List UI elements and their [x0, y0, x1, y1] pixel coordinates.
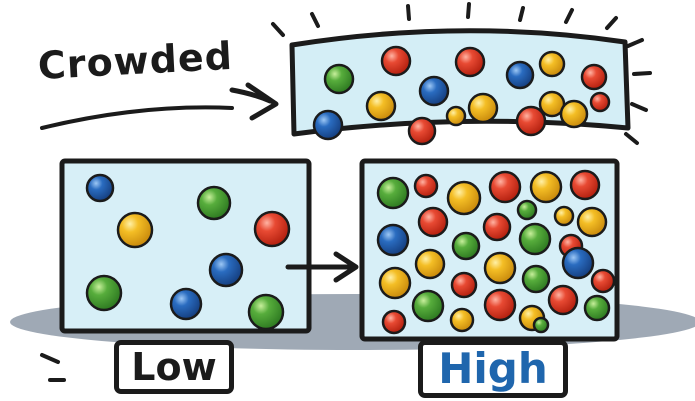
ball [448, 182, 480, 214]
ball [118, 213, 152, 247]
ball [210, 254, 242, 286]
ball [380, 268, 410, 298]
ball [561, 101, 587, 127]
ball [582, 65, 606, 89]
ball [484, 214, 510, 240]
ball [255, 212, 289, 246]
ball [490, 172, 520, 202]
ball [592, 270, 614, 292]
ball [378, 225, 408, 255]
ball [485, 290, 515, 320]
ball [591, 93, 609, 111]
crowded-underline [42, 107, 232, 128]
ball [413, 291, 443, 321]
ball [87, 175, 113, 201]
ball [378, 178, 408, 208]
ball [451, 309, 473, 331]
ball [325, 65, 353, 93]
ball [314, 111, 342, 139]
ball [485, 253, 515, 283]
ball [453, 233, 479, 259]
ball [578, 208, 606, 236]
ball [531, 172, 561, 202]
ball [585, 296, 609, 320]
ball [534, 318, 548, 332]
ball [420, 77, 448, 105]
crowded-arrow-head [248, 85, 276, 118]
ball [563, 248, 593, 278]
ball [518, 201, 536, 219]
low-label: Low [114, 340, 234, 394]
ball [409, 118, 435, 144]
ball [419, 208, 447, 236]
ball [87, 276, 121, 310]
ball [555, 207, 573, 225]
ball [456, 48, 484, 76]
ball [571, 171, 599, 199]
ball [249, 295, 283, 329]
ball [171, 289, 201, 319]
high-label: High [418, 340, 568, 398]
ball [367, 92, 395, 120]
ball [517, 107, 545, 135]
ball [383, 311, 405, 333]
ball [549, 286, 577, 314]
ball [416, 250, 444, 278]
ball [469, 94, 497, 122]
ball [382, 47, 410, 75]
ball [415, 175, 437, 197]
ball [452, 273, 476, 297]
ball [507, 62, 533, 88]
ball [540, 52, 564, 76]
ball [198, 187, 230, 219]
ball [447, 107, 465, 125]
ball [520, 224, 550, 254]
ball [523, 266, 549, 292]
